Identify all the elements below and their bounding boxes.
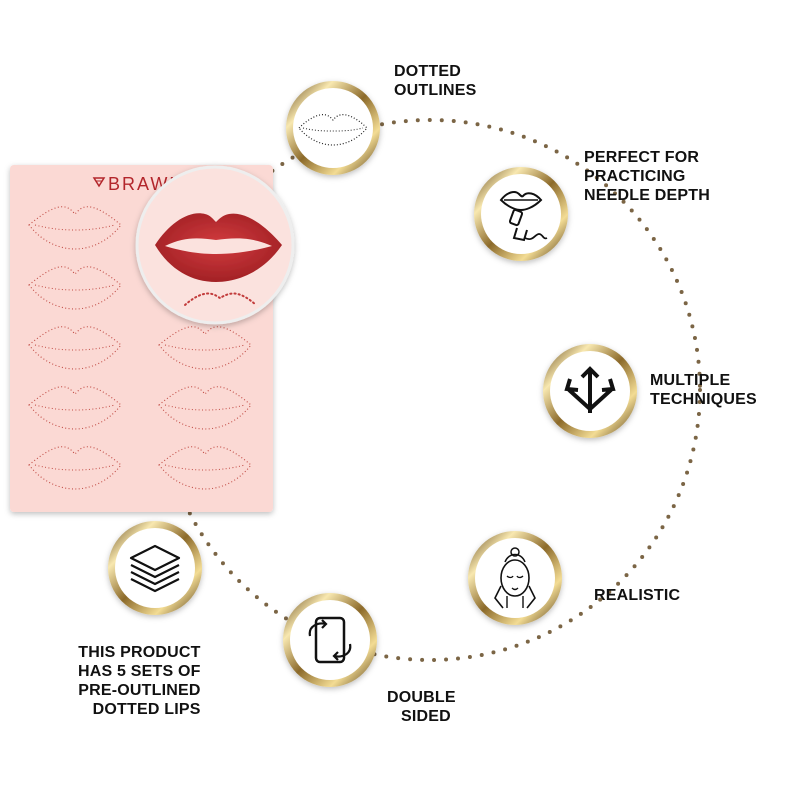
brand-logo <box>92 177 106 188</box>
label-five-sets: THIS PRODUCT HAS 5 SETS OF PRE-OUTLINED … <box>78 644 201 718</box>
double-sided-icon <box>308 616 352 664</box>
needle-lips-icon <box>499 191 548 242</box>
face-icon <box>494 547 536 609</box>
layers-icon <box>129 544 181 593</box>
lips-outline-icon <box>298 114 368 146</box>
label-realistic: REALISTIC <box>594 587 681 604</box>
dotted-circle-path <box>158 118 702 662</box>
feature-medallion-layers <box>108 521 202 615</box>
multi-arrows-icon <box>564 366 616 413</box>
label-needle-depth: PERFECT FOR PRACTICING NEEDLE DEPTH <box>584 149 710 204</box>
label-dotted-outlines: DOTTED OUTLINES <box>394 63 477 99</box>
feature-medallion-multi-arrows <box>543 344 637 438</box>
magnified-lips <box>135 165 295 325</box>
feature-medallion-double-sided <box>283 593 377 687</box>
feature-medallion-lips-outline <box>286 81 380 175</box>
feature-medallion-needle-lips <box>474 167 568 261</box>
label-double-sided: DOUBLE SIDED <box>387 689 456 725</box>
label-multiple-techniques: MULTIPLE TECHNIQUES <box>650 372 757 408</box>
feature-medallion-face <box>468 531 562 625</box>
